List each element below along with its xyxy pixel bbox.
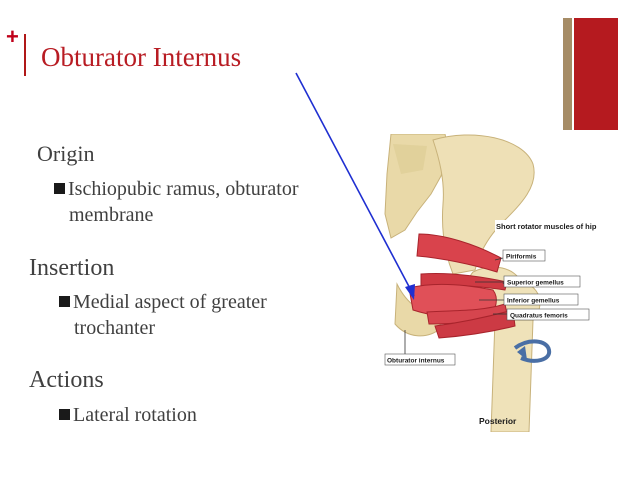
hip-anatomy-illustration: Short rotator muscles of hip Piriformis … bbox=[383, 134, 612, 432]
rotation-arrow-icon bbox=[513, 339, 552, 363]
insertion-bullet-line1: Medial aspect of greater bbox=[73, 291, 267, 313]
decorative-gold-bar bbox=[563, 18, 572, 130]
actions-bullet: Lateral rotation bbox=[59, 402, 197, 428]
quadratus-femoris-muscle bbox=[434, 309, 516, 339]
hip-anatomy-figure: Short rotator muscles of hip Piriformis … bbox=[383, 134, 612, 432]
decorative-red-bar bbox=[574, 18, 618, 130]
slide-title: Obturator Internus bbox=[41, 42, 242, 72]
label-piriformis: Piriformis bbox=[506, 254, 537, 261]
title-rule bbox=[24, 34, 26, 76]
label-superior-gemellus: Superior gemellus bbox=[507, 280, 564, 287]
bullet-icon bbox=[54, 183, 65, 194]
insertion-bullet: Medial aspect of greater trochanter bbox=[59, 289, 267, 341]
bullet-icon bbox=[59, 296, 70, 307]
insertion-bullet-line2: trochanter bbox=[74, 317, 156, 339]
origin-bullet: Ischiopubic ramus, obturator membrane bbox=[54, 176, 299, 228]
label-obturator-internus: Obturator internus bbox=[387, 358, 445, 365]
label-quadratus-femoris: Quadratus femoris bbox=[510, 313, 568, 320]
actions-heading: Actions bbox=[29, 367, 104, 393]
origin-bullet-line2: membrane bbox=[69, 204, 154, 226]
origin-heading: Origin bbox=[37, 141, 95, 166]
label-inferior-gemellus: Inferior gemellus bbox=[507, 298, 560, 305]
origin-bullet-line1: Ischiopubic ramus, obturator bbox=[68, 178, 299, 200]
ilium-bone bbox=[432, 134, 535, 275]
figure-caption: Short rotator muscles of hip bbox=[496, 222, 597, 231]
rotation-arrowhead-icon bbox=[517, 346, 527, 360]
actions-bullet-line1: Lateral rotation bbox=[73, 404, 197, 426]
insertion-heading: Insertion bbox=[29, 255, 115, 281]
piriformis-muscle bbox=[416, 233, 502, 273]
bullet-icon bbox=[59, 409, 70, 420]
label-view-posterior: Posterior bbox=[479, 416, 517, 426]
plus-icon: + bbox=[6, 24, 19, 49]
